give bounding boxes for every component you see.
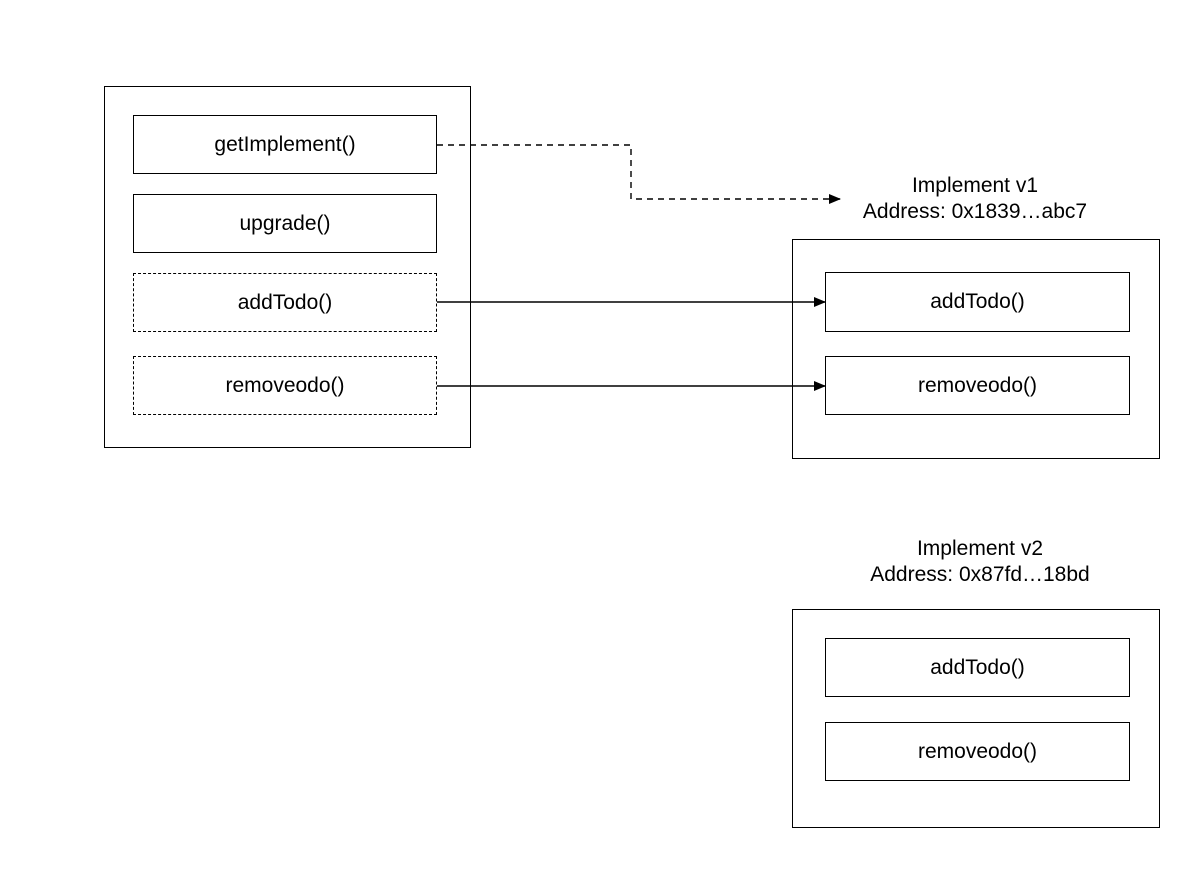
implement-v2-remove-todo-label: removeodo() [917,739,1038,763]
implement-v2-remove-todo-box[interactable]: removeodo() [825,722,1130,781]
implement-v1-remove-todo-label: removeodo() [917,373,1038,397]
implement-v2-add-todo-box[interactable]: addTodo() [825,638,1130,697]
proxy-upgrade-box[interactable]: upgrade() [133,194,437,253]
implement-v1-add-todo-label: addTodo() [930,290,1025,313]
proxy-get-implement-box[interactable]: getImplement() [133,115,437,174]
implement-v1-name: Implement v1 [911,174,1039,197]
proxy-remove-todo-box[interactable]: removeodo() [133,356,437,415]
proxy-add-todo-box[interactable]: addTodo() [133,273,437,332]
dashed-arrow-get-implement-to-v1 [437,144,841,204]
proxy-get-implement-label: getImplement() [214,132,356,156]
proxy-remove-todo-label: removeodo() [225,373,345,397]
implement-v1-address: Address: 0x1839…abc7 [862,200,1088,223]
implement-v2-name: Implement v2 [916,537,1044,560]
proxy-add-todo-label: addTodo() [237,290,333,314]
proxy-upgrade-label: upgrade() [239,211,331,235]
implement-v2-caption: Implement v2 Address: 0x87fd…18bd [805,536,1155,588]
implement-v1-remove-todo-box[interactable]: removeodo() [825,356,1130,415]
implement-v1-add-todo-box[interactable]: addTodo() [825,272,1130,332]
implement-v2-address: Address: 0x87fd…18bd [870,563,1090,586]
implement-v2-add-todo-label: addTodo() [930,655,1025,679]
implement-v1-caption: Implement v1 Address: 0x1839…abc7 [800,173,1150,225]
